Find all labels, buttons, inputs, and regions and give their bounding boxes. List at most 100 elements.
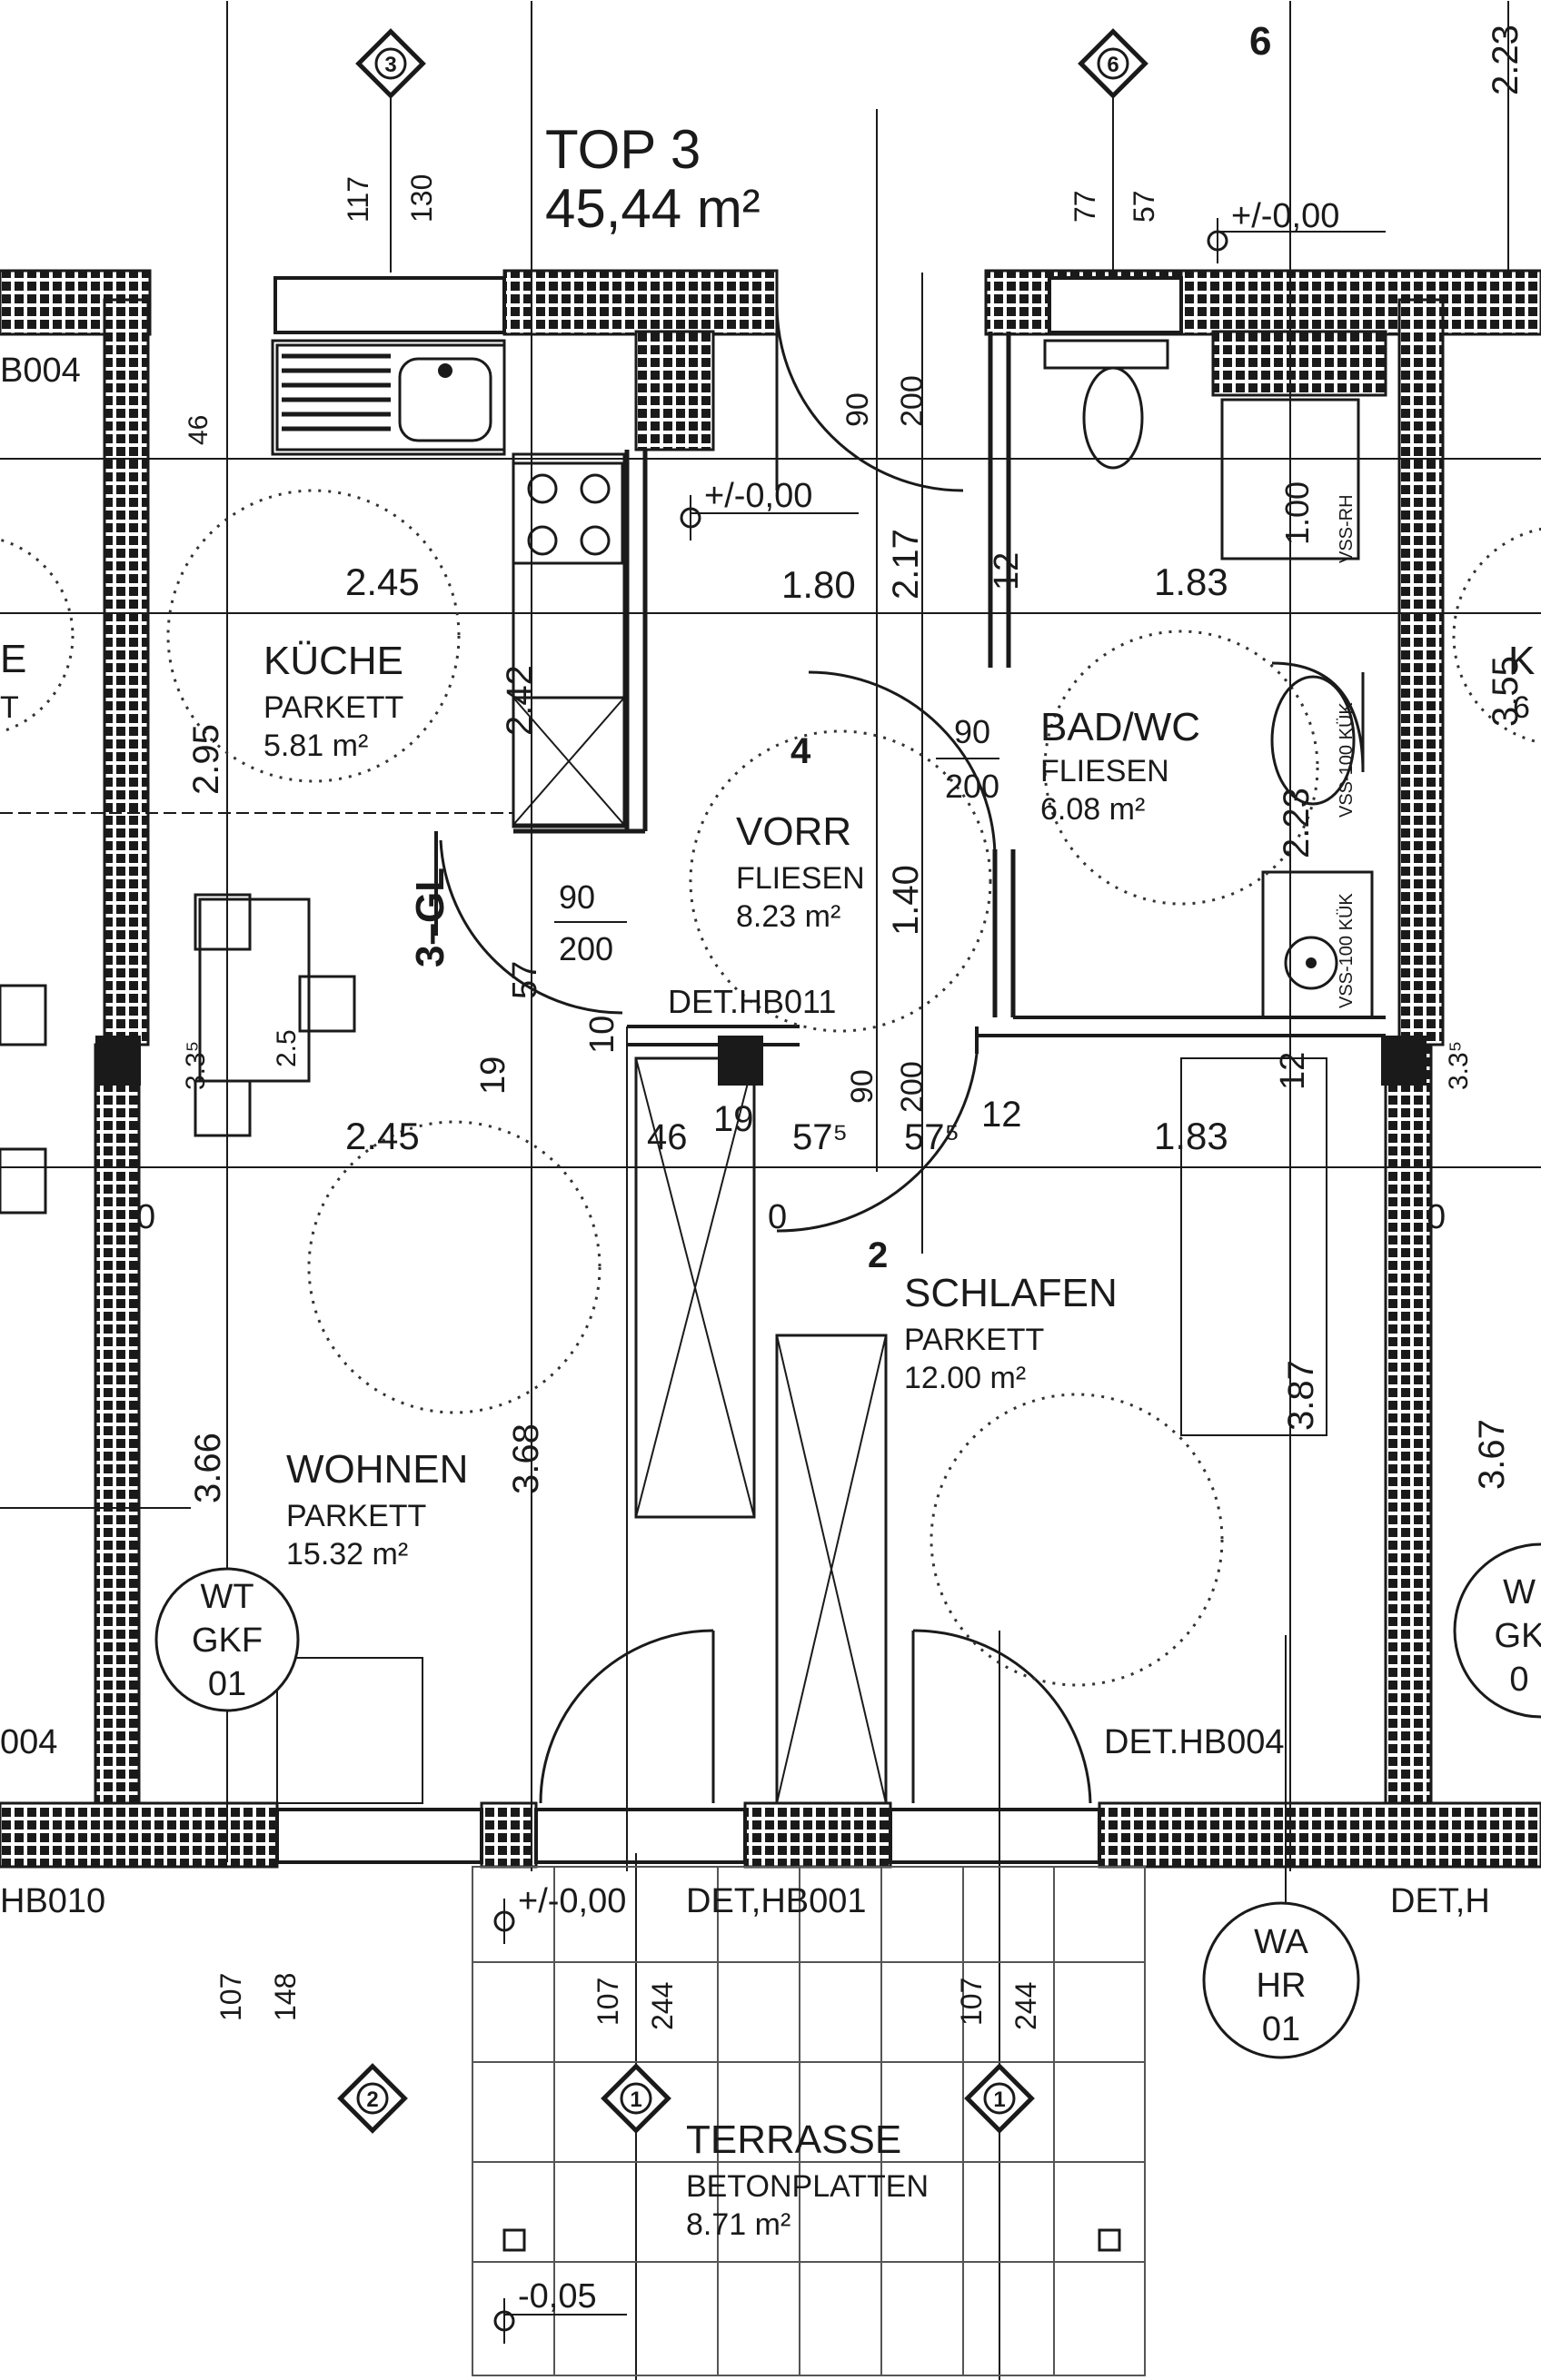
dim: 244 (1009, 1982, 1042, 2030)
room-name: SCHLAFEN (904, 1271, 1118, 1315)
tag-line: 0 (1509, 1661, 1528, 1699)
door-swings (439, 303, 1092, 1804)
room-area: 6.08 m² (1040, 792, 1145, 827)
tag-line: HR (1257, 1967, 1307, 2005)
tag-line: WA (1254, 1923, 1308, 1961)
tag-line: GK (1495, 1617, 1541, 1655)
door-number: 2 (868, 1235, 888, 1275)
neighbor-label: K (1508, 639, 1535, 683)
door-number: 4 (790, 731, 811, 771)
wall-tag-wt: WT GKF 01 (154, 1567, 300, 1712)
room-terrasse: TERRASSE BETONPLATTEN 8.71 m² (686, 2117, 929, 2242)
neighbor-label: T (0, 690, 19, 725)
room-floor: BETONPLATTEN (686, 2169, 929, 2204)
axis-marker-top-right: 6 (1078, 28, 1148, 99)
dim: 77 (1069, 190, 1101, 223)
toilet (1043, 339, 1169, 470)
dimension-labels: 2.45 1.80 1.83 2.45 1.83 90 200 90 200 4… (136, 560, 1446, 1236)
dim: 2.95 (186, 724, 226, 795)
dim: 3.67 (1472, 1419, 1512, 1490)
axis-marker-bottom-left: 2 (337, 2063, 408, 2134)
dim: 0 (1427, 1198, 1446, 1236)
room-area: 15.32 m² (286, 1537, 408, 1572)
axis-marker-bottom-mid: 1 (601, 2063, 671, 2134)
dim: 2.17 (886, 529, 926, 600)
dim: 57⁵ (904, 1117, 959, 1157)
dim: 57⁵ (792, 1117, 848, 1157)
tag-line: W (1503, 1573, 1536, 1611)
dim: 1.83 (1154, 1115, 1228, 1157)
detail-ref: HB010 (0, 1882, 105, 1920)
level-text: -0,05 (518, 2277, 597, 2316)
dim: 90 (559, 878, 595, 916)
dim: 90 (845, 1069, 880, 1104)
dim: 46 (647, 1117, 688, 1157)
dim: 12 (1274, 1052, 1312, 1090)
dim: 148 (269, 1973, 302, 2021)
detail-ref: DET,H (1390, 1882, 1490, 1920)
room-bad: BAD/WC FLIESEN 6.08 m² (1040, 705, 1200, 827)
dim: 1.80 (781, 563, 856, 606)
room-floor: FLIESEN (1040, 754, 1169, 788)
detail-ref: B004 (0, 352, 81, 390)
level-text: +/-0,00 (1231, 197, 1339, 235)
dim: 12 (981, 1095, 1022, 1135)
dim: 2.45 (345, 560, 420, 603)
dim: 107 (214, 1973, 247, 2021)
dim: 2.45 (345, 1115, 420, 1157)
dimension-labels-vertical: 117 130 77 57 90 200 2.95 2.17 2.23 2.42… (181, 25, 1526, 2030)
room-name: VORR (736, 809, 851, 854)
dim: 12 (988, 552, 1026, 590)
neighbor-label: 6 (1513, 690, 1530, 725)
terrace-drain-marks (502, 2228, 1121, 2252)
room-name: KÜCHE (263, 639, 403, 683)
room-vorr: VORR FLIESEN 8.23 m² (736, 809, 865, 934)
dim: 117 (342, 176, 374, 223)
room-wohnen: WOHNEN PARKETT 15.32 m² (286, 1447, 468, 1572)
dim: 2.23 (1486, 25, 1526, 95)
dim: 1.00 (1278, 481, 1316, 545)
room-kueche: KÜCHE PARKETT 5.81 m² (263, 639, 403, 763)
tag-line: GKF (192, 1621, 263, 1660)
room-name: TERRASSE (686, 2117, 901, 2162)
dim: 1.83 (1154, 560, 1228, 603)
level-marker: -0,05 (493, 2277, 627, 2344)
room-schlafen: SCHLAFEN PARKETT 12.00 m² (904, 1271, 1118, 1395)
axis-label: 1 (630, 2087, 641, 2112)
dim: 200 (945, 768, 999, 805)
dim: 3.3⁵ (181, 1041, 211, 1090)
dim: 2.42 (500, 665, 540, 736)
fitting-label: VSS-RH (1337, 494, 1357, 563)
dim: 10 (583, 1016, 621, 1054)
dim: 200 (559, 930, 613, 967)
dim: 200 (895, 375, 930, 427)
detail-ref: 004 (0, 1723, 57, 1761)
washbasin (1270, 661, 1365, 806)
detail-labels: B004 004 HB010 DET.HB011 DET,HB001 DET.H… (0, 352, 1490, 1920)
dim: 3.87 (1281, 1360, 1321, 1431)
room-area: 5.81 m² (263, 729, 368, 763)
axis-label: 3 (384, 53, 396, 77)
walls (0, 269, 1541, 1869)
room-area: 8.23 m² (736, 899, 840, 934)
room-name: WOHNEN (286, 1447, 468, 1492)
axis-label: 1 (993, 2087, 1005, 2112)
room-name: BAD/WC (1040, 705, 1200, 749)
stove (512, 461, 624, 565)
room-floor: PARKETT (263, 690, 403, 725)
door-number: 6 (1249, 19, 1271, 64)
unit-title: TOP 3 (545, 119, 701, 180)
dim: 107 (592, 1978, 624, 2026)
dim: 19 (713, 1099, 754, 1139)
wall-tag-wa: WA HR 01 (1202, 1901, 1360, 2059)
axis-marker-top-left: 3 (355, 28, 426, 99)
axis-label: 2 (366, 2087, 378, 2112)
dim: 57 (1128, 190, 1160, 223)
room-area: 8.71 m² (686, 2207, 790, 2242)
terrace-grid (472, 1866, 1146, 2376)
level-marker: +/-0,00 (1207, 197, 1386, 263)
level-marker: +/-0,00 (493, 1882, 626, 1944)
dim: 3.66 (188, 1433, 228, 1503)
tag-line: 01 (208, 1665, 246, 1703)
